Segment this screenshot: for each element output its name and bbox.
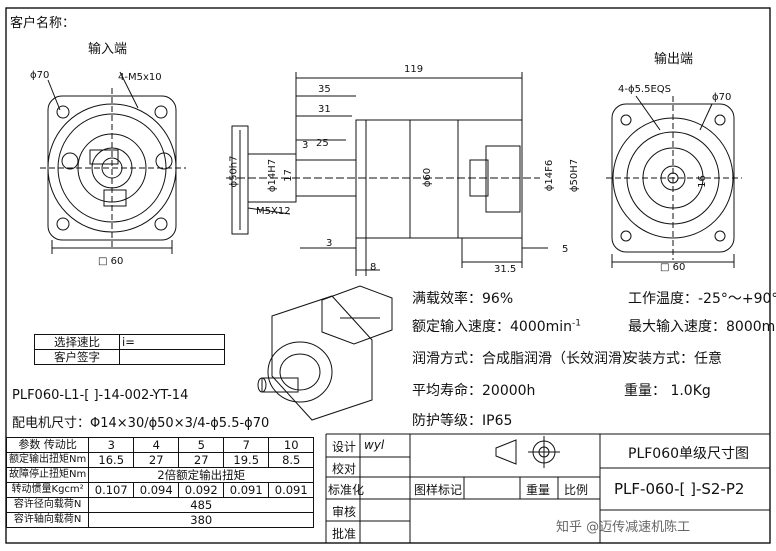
customer-name-label: 客户名称： (10, 16, 76, 31)
table-cell: 485 (88, 497, 315, 513)
shaft-phi50-dim: ϕ50h7 (228, 155, 240, 188)
row-label: 故障停止扭矩Nm (5, 467, 90, 483)
motor-size: 配电机尺寸：Φ14×30/ϕ50×3/4-ϕ5.5-ϕ70 (12, 416, 270, 431)
tb-check-label: 校对 (332, 462, 357, 476)
left-phi70-dim: ϕ70 (30, 70, 50, 81)
right-holes-dim: 4-ϕ5.5EQS (618, 84, 672, 95)
title-block-grid (325, 433, 770, 543)
len-5-dim: 5 (562, 244, 569, 255)
out-phi50-dim: ϕ50H7 (569, 158, 581, 193)
param-header: 参数 传动比 (5, 437, 90, 453)
row-label: 容许轴向载荷N (5, 512, 90, 528)
side-view (226, 72, 548, 276)
ratio-4: 4 (133, 437, 180, 453)
spec-lubrication: 润滑方式：合成脂润滑（长效润滑） (412, 351, 636, 367)
spec-mounting: 安装方式：任意 (624, 351, 722, 367)
len-119-dim: 119 (404, 64, 424, 75)
parameter-table: 参数 传动比 3 4 5 7 10 额定输出扭矩Nm 16.5 27 27 19… (5, 437, 315, 528)
ratio-3: 3 (88, 437, 135, 453)
output-end-view (606, 95, 742, 268)
right-phi70-dim: ϕ70 (712, 92, 732, 103)
spec-max-speed: 最大输入速度：8000min-1 (628, 319, 776, 335)
table-cell: 0.094 (133, 482, 180, 498)
left-holes-dim: 4-M5x10 (118, 72, 162, 83)
len-25-dim: 25 (316, 138, 329, 149)
output-end-title: 输出端 (654, 52, 694, 67)
table-cell: 0.092 (178, 482, 225, 498)
signature-label: 客户签字 (34, 349, 120, 365)
isometric-view (257, 285, 393, 421)
len-3a-dim: 3 (302, 140, 309, 151)
table-cell: 19.5 (223, 452, 270, 468)
input-end-view (40, 71, 186, 254)
out-phi14-dim: ϕ14F6 (544, 159, 556, 192)
tb-weight-label: 重量 (526, 483, 551, 497)
tb-review-label: 审核 (332, 505, 357, 519)
ratio-select-table: 选择速比 i= 客户签字 (34, 334, 225, 365)
spec-rated-speed: 额定输入速度：4000min-1 (412, 318, 582, 335)
table-cell: 16.5 (88, 452, 135, 468)
table-cell: 27 (133, 452, 180, 468)
ratio-value[interactable]: i= (119, 334, 225, 350)
ratio-label: 选择速比 (34, 334, 120, 350)
spec-efficiency: 满载效率：96% (412, 291, 514, 307)
len-3b-dim: 3 (326, 238, 333, 249)
spec-temp: 工作温度：-25°～+90° (628, 291, 776, 307)
row-label: 额定输出扭矩Nm (5, 452, 90, 468)
tb-standard-label: 标准化 (328, 483, 365, 497)
shaft-17-dim: 17 (282, 169, 294, 182)
tb-designer: wyl (364, 438, 385, 452)
signature-value[interactable] (119, 349, 225, 365)
tb-design-label: 设计 (332, 440, 357, 454)
body-phi60-dim: ϕ60 (422, 167, 434, 188)
shaft-phi14-dim: ϕ14H7 (267, 158, 279, 193)
watermark: 知乎 @迈传减速机陈工 (556, 520, 691, 535)
spec-life: 平均寿命：20000h (412, 383, 536, 399)
right-16-dim: 16 (696, 175, 708, 188)
input-end-title: 输入端 (88, 42, 128, 57)
len-35-dim: 35 (318, 84, 331, 95)
len-31-dim: 31 (318, 104, 331, 115)
row-label: 转动惯量Kgcm² (5, 482, 90, 498)
ratio-10: 10 (268, 437, 315, 453)
tb-drawing-mark: 图样标记 (414, 483, 463, 497)
left-square-dim: □ 60 (98, 256, 124, 267)
tb-approve-label: 批准 (332, 527, 357, 541)
tb-scale-label: 比例 (564, 483, 589, 497)
row-label: 容许径向载荷N (5, 497, 90, 513)
spec-weight: 重量： 1.0Kg (624, 383, 711, 399)
ratio-5: 5 (178, 437, 225, 453)
right-square-dim: □ 60 (660, 262, 686, 273)
table-cell: 0.107 (88, 482, 135, 498)
table-cell: 380 (88, 512, 315, 528)
tb-title: PLF060单级尺寸图 (628, 446, 750, 462)
len-315-dim: 31.5 (494, 264, 517, 275)
tb-code: PLF-060-[ ]-S2-P2 (614, 480, 745, 498)
table-cell: 0.091 (268, 482, 315, 498)
spec-protection: 防护等级：IP65 (412, 413, 513, 429)
table-cell: 0.091 (223, 482, 270, 498)
shaft-m5-dim: M5X12 (256, 206, 291, 217)
table-cell: 8.5 (268, 452, 315, 468)
table-cell: 27 (178, 452, 225, 468)
model-code: PLF060-L1-[ ]-14-002-YT-14 (12, 388, 189, 403)
table-cell: 2倍额定输出扭矩 (88, 467, 315, 483)
len-8-dim: 8 (370, 262, 377, 273)
ratio-7: 7 (223, 437, 270, 453)
projection-symbol-icon (495, 436, 560, 468)
